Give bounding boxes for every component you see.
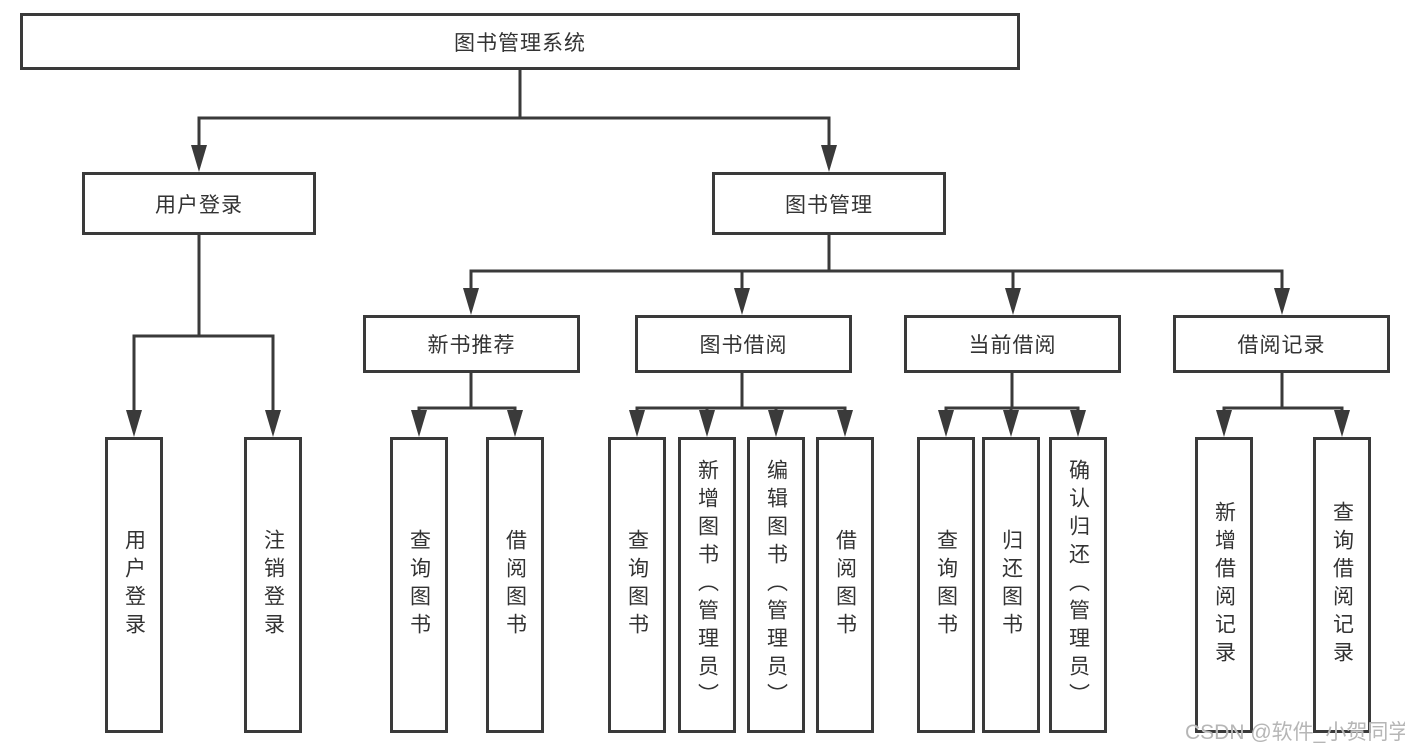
node-borrowing-records: 借阅记录 <box>1173 315 1390 373</box>
node-book-borrowing: 图书借阅 <box>635 315 852 373</box>
node-br-add-record: 新增借阅记录 <box>1195 437 1253 733</box>
node-label: 当前借阅 <box>968 334 1057 357</box>
node-label: 借阅记录 <box>1237 334 1326 357</box>
node-label: 新增图书（管理员） <box>695 459 719 711</box>
node-user-login-group: 用户登录 <box>82 172 316 235</box>
node-bb-edit-book-admin: 编辑图书（管理员） <box>747 437 805 733</box>
node-label: 编辑图书（管理员） <box>764 459 788 711</box>
node-bb-add-book-admin: 新增图书（管理员） <box>678 437 736 733</box>
node-rec-borrow-book: 借阅图书 <box>486 437 544 733</box>
node-logout: 注销登录 <box>244 437 302 733</box>
node-cb-query-book: 查询图书 <box>917 437 975 733</box>
node-label: 归还图书 <box>999 529 1023 641</box>
arrowheads <box>126 145 1350 437</box>
node-current-borrowing: 当前借阅 <box>904 315 1121 373</box>
node-label: 借阅图书 <box>833 529 857 641</box>
node-label: 确认归还（管理员） <box>1066 459 1090 711</box>
node-bb-borrow-book: 借阅图书 <box>816 437 874 733</box>
node-label: 查询图书 <box>934 529 958 641</box>
node-label: 查询图书 <box>407 529 431 641</box>
node-label: 查询借阅记录 <box>1330 501 1354 669</box>
node-cb-return-book: 归还图书 <box>982 437 1040 733</box>
node-br-query-record: 查询借阅记录 <box>1313 437 1371 733</box>
csdn-watermark: CSDN @软件_小贺同学 <box>1185 721 1405 744</box>
node-label: 查询图书 <box>625 529 649 641</box>
node-cb-confirm-return-admin: 确认归还（管理员） <box>1049 437 1107 733</box>
node-label: 新书推荐 <box>427 334 516 357</box>
node-label: 用户登录 <box>155 193 243 217</box>
node-new-book-recommend: 新书推荐 <box>363 315 580 373</box>
node-label: 新增借阅记录 <box>1212 501 1236 669</box>
node-root-label: 图书管理系统 <box>454 31 586 55</box>
node-book-management: 图书管理 <box>712 172 946 235</box>
node-bb-query-book: 查询图书 <box>608 437 666 733</box>
node-label: 用户登录 <box>122 529 146 641</box>
node-label: 图书借阅 <box>699 334 788 357</box>
node-user-login: 用户登录 <box>105 437 163 733</box>
node-root-system: 图书管理系统 <box>20 13 1020 70</box>
node-label: 注销登录 <box>261 529 285 641</box>
node-label: 图书管理 <box>785 193 873 217</box>
node-rec-query-book: 查询图书 <box>390 437 448 733</box>
node-label: 借阅图书 <box>503 529 527 641</box>
